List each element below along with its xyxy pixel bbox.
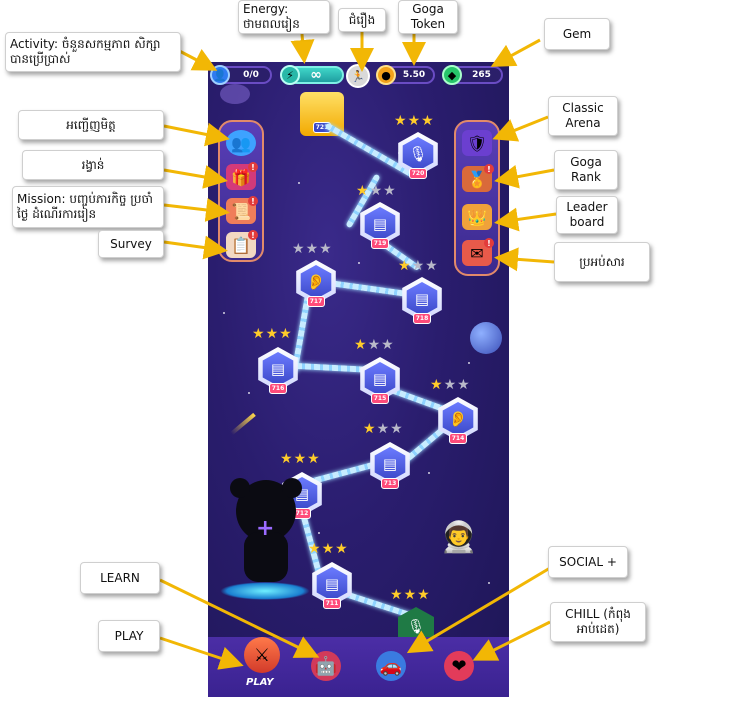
- astronaut-icon: 👨‍🚀: [440, 520, 478, 555]
- activity-icon: 👤: [210, 65, 230, 85]
- star-rating: ★★★: [356, 183, 396, 199]
- learn-robot-icon[interactable]: 🤖: [311, 651, 341, 681]
- planet-icon: [470, 322, 502, 354]
- play-label: PLAY: [246, 677, 274, 688]
- star-rating: ★★★: [430, 377, 470, 393]
- lesson-node[interactable]: ▤ 718: [400, 277, 444, 324]
- bg-star: [468, 362, 470, 364]
- star-rating: ★★★: [390, 587, 430, 603]
- callout-mission: Mission: បញ្ចប់ភារកិច្ច ប្រចាំថ្ងៃ ដំណើរ…: [12, 186, 164, 228]
- lesson-node[interactable]: ▤ 713: [368, 442, 412, 489]
- top-status-bar: 0/0 👤 ∞ ⚡ 🏃 5.50 ● 265 ◆: [208, 62, 509, 88]
- star-rating: ★★★: [252, 326, 292, 342]
- lesson-node[interactable]: ▤ 715: [358, 357, 402, 404]
- callout-social: SOCIAL +: [548, 546, 628, 578]
- callout-mailbox: ប្រអប់សារ: [554, 242, 650, 282]
- level-number: 711: [323, 598, 341, 609]
- energy-icon: ⚡: [280, 65, 300, 85]
- bg-star: [298, 182, 300, 184]
- callout-leaderboard: Leader board: [556, 196, 618, 234]
- bg-star: [318, 532, 320, 534]
- left-side-menu: 👥 🎁! 📜! 📋!: [218, 120, 264, 262]
- classic-arena-icon[interactable]: 🛡: [462, 130, 492, 156]
- bg-star: [223, 312, 225, 314]
- avatar[interactable]: +: [226, 478, 306, 590]
- bg-star: [248, 392, 250, 394]
- callout-reward: រង្វាន់: [22, 150, 164, 180]
- right-side-menu: 🛡 🏅! 👑 ✉!: [454, 120, 500, 276]
- callout-goga-rank: Goga Rank: [554, 150, 618, 190]
- star-rating: ★★★: [308, 541, 348, 557]
- callout-classic-arena: Classic Arena: [548, 96, 618, 136]
- star-rating: ★★★: [280, 451, 320, 467]
- callout-goga-token: Goga Token: [398, 0, 458, 34]
- notification-badge: !: [248, 196, 258, 206]
- level-number: 716: [269, 383, 287, 394]
- game-map-screen: 0/0 👤 ∞ ⚡ 🏃 5.50 ● 265 ◆ 👥 🎁! 📜! 📋! 🛡 🏅!…: [208, 62, 509, 697]
- reward-gift-icon[interactable]: 🎁!: [226, 162, 258, 190]
- lesson-node[interactable]: ▤ 711: [310, 562, 354, 609]
- level-number: 719: [371, 238, 389, 249]
- bottom-navigation: ⚔ PLAY 🤖 🚗 ❤: [208, 637, 509, 697]
- chill-heart-icon[interactable]: ❤: [444, 651, 474, 681]
- callout-energy: Energy: ថាមពលរៀន: [238, 0, 330, 34]
- bg-star: [358, 262, 360, 264]
- notification-badge: !: [248, 230, 258, 240]
- play-battle-icon[interactable]: ⚔: [244, 637, 280, 673]
- star-rating: ★★★: [292, 241, 332, 257]
- level-number: 715: [371, 393, 389, 404]
- star-rating: ★★★: [394, 113, 434, 129]
- star-rating: ★★★: [363, 421, 403, 437]
- leaderboard-crown-icon[interactable]: 👑: [462, 204, 492, 230]
- mission-scroll-icon[interactable]: 📜!: [226, 196, 258, 224]
- star-rating: ★★★: [354, 337, 394, 353]
- level-number: 717: [307, 296, 325, 307]
- level-number: 714: [449, 433, 467, 444]
- callout-gem: Gem: [544, 18, 610, 50]
- lesson-node[interactable]: 👂 714: [436, 397, 480, 444]
- social-car-icon[interactable]: 🚗: [376, 651, 406, 681]
- callout-chill: CHILL (កំពុង អាប់ដេត): [550, 602, 646, 642]
- goga-rank-icon[interactable]: 🏅!: [462, 164, 494, 192]
- lesson-node[interactable]: ▤ 719: [358, 202, 402, 249]
- callout-level-up: ជំរឿង: [338, 8, 386, 32]
- survey-clipboard-icon[interactable]: 📋!: [226, 230, 258, 258]
- level-number: 718: [413, 313, 431, 324]
- lesson-node[interactable]: ▤ 716: [256, 347, 300, 394]
- lesson-node[interactable]: 🎙 720: [396, 132, 440, 179]
- comet-icon: [230, 412, 256, 436]
- mailbox-icon[interactable]: ✉!: [462, 238, 494, 266]
- callout-survey: Survey: [98, 230, 164, 258]
- bg-star: [488, 582, 490, 584]
- book-icon: ▤: [316, 567, 348, 601]
- callout-play: PLAY: [98, 620, 160, 652]
- notification-badge: !: [484, 164, 494, 174]
- callout-invite-friends: អញ្ជើញមិត្ត: [18, 110, 164, 140]
- callout-learn: LEARN: [80, 562, 160, 594]
- callout-activity: Activity: ចំនួនសកម្មភាព សិក្សាបានប្រើប្រ…: [5, 32, 181, 72]
- bg-star: [428, 472, 430, 474]
- notification-badge: !: [484, 238, 494, 248]
- goga-token-counter[interactable]: 5.50: [383, 66, 435, 84]
- level-number: 713: [381, 478, 399, 489]
- add-avatar-icon: +: [256, 516, 275, 541]
- star-rating: ★★★: [398, 258, 438, 274]
- gem-icon: ◆: [442, 65, 462, 85]
- level-number: 720: [409, 168, 427, 179]
- level-up-icon[interactable]: 🏃: [346, 64, 370, 88]
- invite-friends-icon[interactable]: 👥: [226, 130, 256, 156]
- lesson-node[interactable]: 👂 717: [294, 260, 338, 307]
- goga-token-icon: ●: [376, 65, 396, 85]
- notification-badge: !: [248, 162, 258, 172]
- moon-icon: [220, 84, 250, 104]
